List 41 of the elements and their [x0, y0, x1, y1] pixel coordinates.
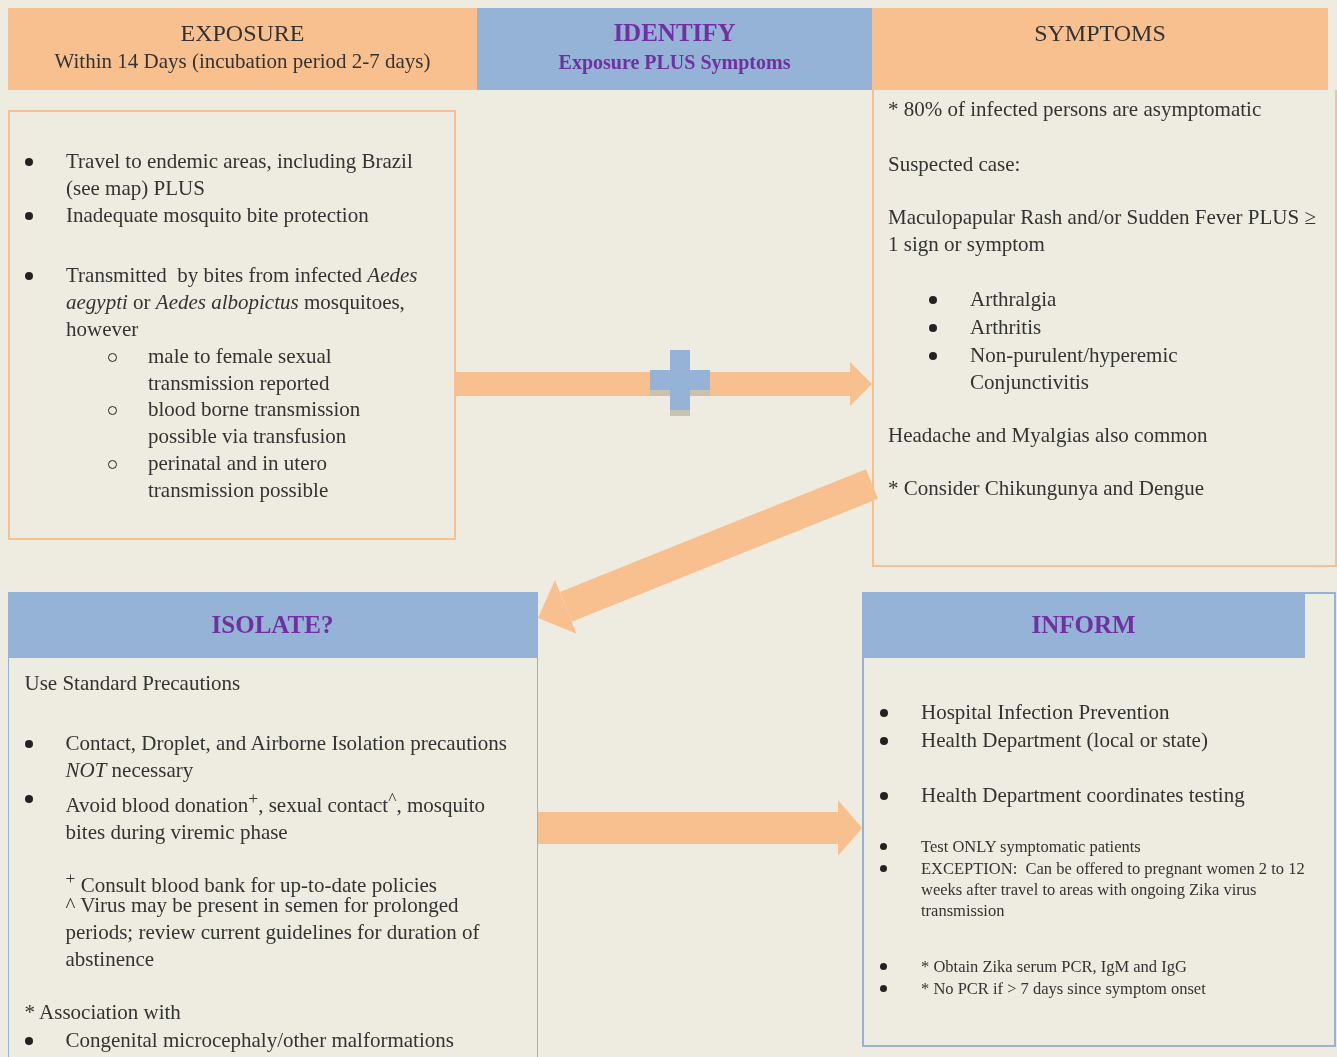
list-item: Arthralgia [970, 286, 1058, 313]
block-arrow [456, 362, 872, 406]
body-text: Suspected case: [888, 151, 1022, 178]
list-item: perinatal and in utero transmission possible [148, 450, 330, 504]
list-item: * Obtain Zika serum PCR, IgM and IgG [921, 956, 1188, 977]
list-item: Health Department (local or state) [921, 727, 1209, 754]
list-item: Contact, Droplet, and Airborne Isolation precautions NOT necessary [65, 729, 508, 784]
body-text: Use Standard Precautions [24, 669, 242, 697]
list-item: * No PCR if > 7 days since symptom onset [921, 978, 1207, 999]
list-item: Test ONLY symptomatic patients [921, 836, 1142, 857]
content-box [862, 592, 1336, 1047]
section-title: IDENTIFY [612, 18, 737, 48]
body-text: * 80% of infected persons are asymptomatic [888, 96, 1263, 123]
body-text: Headache and Myalgias also common [888, 422, 1209, 449]
section-title: EXPOSURE [179, 19, 306, 48]
content-box [8, 592, 538, 1057]
block-arrow [538, 469, 878, 634]
list-item: Health Department coordinates testing [921, 782, 1246, 809]
block-arrow [538, 800, 862, 856]
body-text: $^{+}$ Consult blood bank for up-to-date policies [65, 866, 438, 897]
section-title: SYMPTOMS [1033, 19, 1167, 48]
list-item: EXCEPTION: Can be offered to pregnant women 2 to 12 weeks after travel to areas with ongoing Zika virus transmission [921, 858, 1306, 921]
content-box [872, 90, 1337, 567]
section-heading: INFORM [862, 592, 1305, 658]
list-item: Inadequate mosquito bite protection [66, 202, 370, 229]
header-band [477, 8, 872, 90]
list-item: Hospital Infection Prevention [921, 699, 1171, 726]
list-item: Arthritis [970, 314, 1043, 341]
body-text: Maculopapular Rash and/or Sudden Fever PLUS ≥ 1 sign or symptom [888, 204, 1317, 258]
list-item: Travel to endemic areas, including Brazil (see map) PLUS [66, 148, 414, 202]
list-item: Avoid blood donation$^{+}$, sexual contact$^{^}$, mosquito bites during viremic phase [65, 786, 487, 846]
header-band [8, 8, 477, 90]
list-item: Non-purulent/hyperemic Conjunctivitis [970, 342, 1179, 396]
section-subtitle: Exposure PLUS Symptoms [557, 50, 792, 75]
body-text: * Association with [24, 998, 182, 1026]
header-band [872, 8, 1328, 90]
section-subtitle: Within 14 Days (incubation period 2-7 days) [53, 48, 432, 75]
content-box [8, 110, 456, 540]
body-text: * Consider Chikungunya and Dengue [888, 475, 1206, 502]
section-heading: ISOLATE? [7, 591, 538, 658]
list-item: Congenital microcephaly/other malformations [65, 1026, 455, 1054]
